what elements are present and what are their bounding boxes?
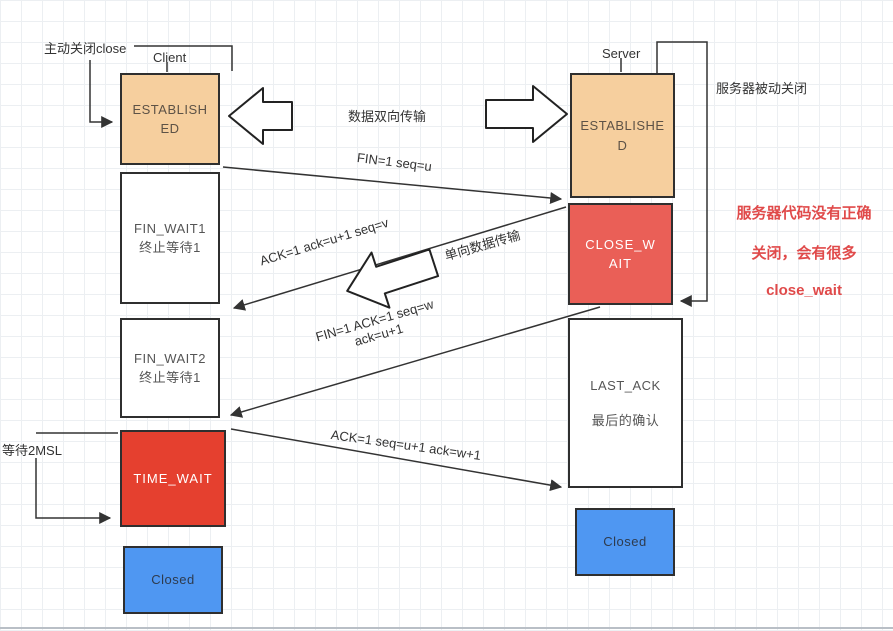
server-closed-box: Closed xyxy=(575,508,675,576)
wait-2msl-label: 等待2MSL xyxy=(2,443,62,458)
server-established-label: ESTABLISHED xyxy=(580,118,665,153)
ack-message: ACK=1 ack=u+1 seq=v xyxy=(258,214,391,269)
close-wait-label: CLOSE_WAIT xyxy=(585,236,656,272)
fin-wait1-box: FIN_WAIT1 终止等待1 xyxy=(120,172,220,304)
client-label: Client xyxy=(153,50,187,65)
fin-wait2-label: FIN_WAIT2 xyxy=(134,350,206,366)
time-wait-label: TIME_WAIT xyxy=(133,470,213,486)
client-closed-box: Closed xyxy=(123,546,223,614)
time-wait-box: TIME_WAIT xyxy=(120,430,226,527)
server-established-box: ESTABLISHED xyxy=(570,73,675,198)
close-wait-warning-note: 服务器代码没有正确 关闭，会有很多 close_wait xyxy=(718,202,890,318)
fin-wait1-label: FIN_WAIT1 xyxy=(134,220,206,236)
fin-wait1-cn-label: 终止等待1 xyxy=(139,240,201,255)
fin-wait2-box: FIN_WAIT2 终止等待1 xyxy=(120,318,220,418)
last-ack-label: LAST_ACK xyxy=(590,377,661,393)
last-ack-box: LAST_ACK 最后的确认 xyxy=(568,318,683,488)
fin-wait2-cn-label: 终止等待1 xyxy=(139,370,201,385)
server-label: Server xyxy=(602,46,641,61)
client-closed-label: Closed xyxy=(151,572,195,588)
passive-close-label: 服务器被动关闭 xyxy=(716,81,808,96)
bidirectional-transfer-label: 数据双向传输 xyxy=(348,109,427,124)
big-arrow-right-icon xyxy=(485,85,568,143)
unidirectional-transfer-label: 单向数据传输 xyxy=(442,227,522,264)
warning-line1: 服务器代码没有正确 xyxy=(736,205,872,222)
active-close-label: 主动关闭close xyxy=(44,41,127,56)
wait-2msl-connector xyxy=(35,458,112,524)
client-established-box: ESTABLISHED xyxy=(120,73,220,165)
close-wait-box: CLOSE_WAIT xyxy=(568,203,673,305)
big-arrow-left-icon xyxy=(228,87,293,145)
last-ack-cn-label: 最后的确认 xyxy=(591,413,660,428)
fin-message: FIN=1 seq=u xyxy=(356,150,433,175)
warning-line2: 关闭，会有很多 xyxy=(751,245,857,262)
final-ack-message: ACK=1 seq=u+1 ack=w+1 xyxy=(329,427,482,463)
warning-line3: close_wait xyxy=(766,282,842,299)
client-established-label: ESTABLISHED xyxy=(132,101,208,137)
server-closed-label: Closed xyxy=(603,534,647,550)
active-close-connector xyxy=(89,60,114,128)
fin-ack-message: FIN=1 ACK=1 seq=w ack=u+1 xyxy=(314,296,439,358)
fin-arrow xyxy=(222,166,563,204)
